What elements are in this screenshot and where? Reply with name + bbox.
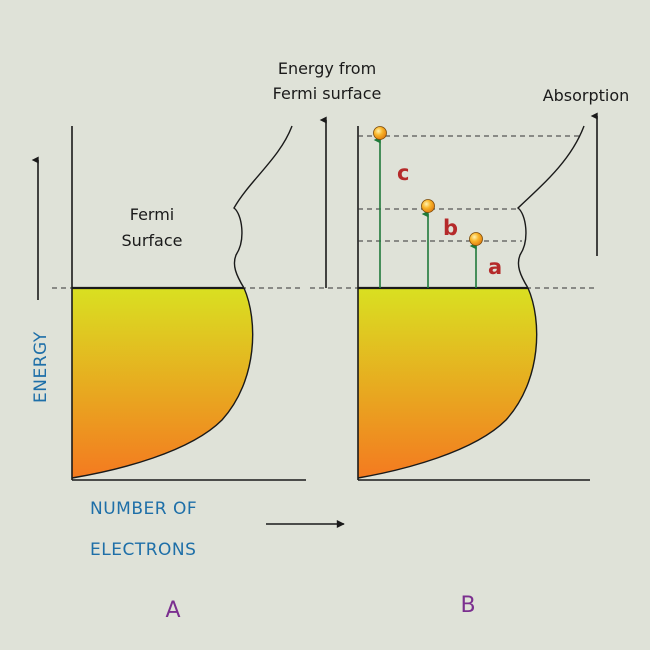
occupied-states-fill-a (72, 288, 253, 478)
transition-label-c: c (397, 161, 409, 185)
transition-label-a: a (488, 255, 502, 279)
fermi-label-line2: Surface (122, 231, 183, 250)
density-curve-lower-b (357, 287, 538, 479)
density-curve-lower-a (71, 287, 254, 479)
energy-from-label-line1: Energy from (278, 59, 376, 78)
electron-c (373, 126, 387, 140)
fermi-label-line1: Fermi (130, 205, 175, 224)
electron-b (421, 199, 435, 213)
occupied-states-fill-b (358, 288, 537, 478)
panel-a-label: A (165, 598, 180, 623)
energy-from-label-line2: Fermi surface (273, 84, 382, 103)
electrons-label: ELECTRONS (90, 540, 196, 560)
panel-b-label: B (460, 593, 475, 618)
density-curve-upper-a (233, 125, 293, 289)
electron-a (469, 232, 483, 246)
density-curve-upper-b (516, 125, 585, 289)
transition-label-b: b (443, 216, 458, 240)
energy-axis-label: ENERGY (31, 331, 51, 403)
panel-a: Fermi Surface (71, 125, 306, 481)
number-of-label: NUMBER OF (90, 499, 197, 519)
absorption-label: Absorption (543, 86, 630, 105)
panel-b: c b a (357, 125, 590, 481)
